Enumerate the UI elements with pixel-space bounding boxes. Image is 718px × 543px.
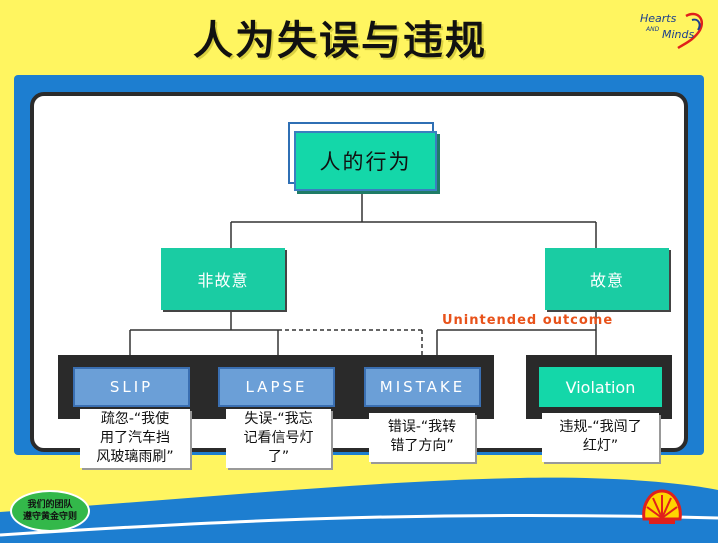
description-violation-line: 红灯” <box>582 438 619 454</box>
logo-hearts-text: Hearts <box>640 12 677 25</box>
description-lapse: 失误-“我忘 记看信号灯 了” <box>226 409 331 468</box>
description-slip-line: 疏忽-“我使 <box>100 411 170 427</box>
node-human-behavior: 人的行为 <box>294 131 437 191</box>
description-lapse-line: 失误-“我忘 <box>244 411 313 427</box>
category-mistake: MISTAKE <box>364 367 481 407</box>
shell-pecten-logo-icon <box>642 489 682 524</box>
category-slip: SLIP <box>73 367 190 407</box>
heart-swoosh-icon <box>677 12 703 50</box>
category-violation: Violation <box>539 367 662 407</box>
logo-and-text: AND <box>646 26 660 33</box>
description-mistake: 错误-“我转 错了方向” <box>369 413 475 462</box>
description-mistake-line: 错了方向” <box>390 438 454 454</box>
description-slip-line: 用了汽车挡 <box>100 430 170 446</box>
blue-wave-decoration <box>0 477 718 543</box>
description-mistake-line: 错误-“我转 <box>387 419 457 435</box>
description-violation-line: 违规-“我闯了 <box>559 419 642 435</box>
slide-title: 人为失误与违规 <box>193 18 487 64</box>
team-golden-rules-badge: 我们的团队 遵守黄金守则 <box>10 490 90 532</box>
description-violation: 违规-“我闯了 红灯” <box>542 413 659 462</box>
team-badge-line: 我们的团队 <box>27 500 73 510</box>
description-lapse-line: 记看信号灯 <box>243 430 314 446</box>
logo-minds-text: Minds <box>662 28 695 41</box>
category-lapse: LAPSE <box>218 367 335 407</box>
unintended-outcome-label: Unintended outcome <box>442 313 614 328</box>
node-unintentional: 非故意 <box>161 248 285 310</box>
description-slip: 疏忽-“我使 用了汽车挡 风玻璃雨刷” <box>80 409 190 468</box>
description-lapse-line: 了” <box>267 449 290 465</box>
description-slip-line: 风玻璃雨刷” <box>96 449 174 465</box>
team-badge-line: 遵守黄金守则 <box>22 512 77 522</box>
hearts-and-minds-logo: Hearts AND Minds <box>634 8 708 52</box>
node-intentional: 故意 <box>545 248 669 310</box>
